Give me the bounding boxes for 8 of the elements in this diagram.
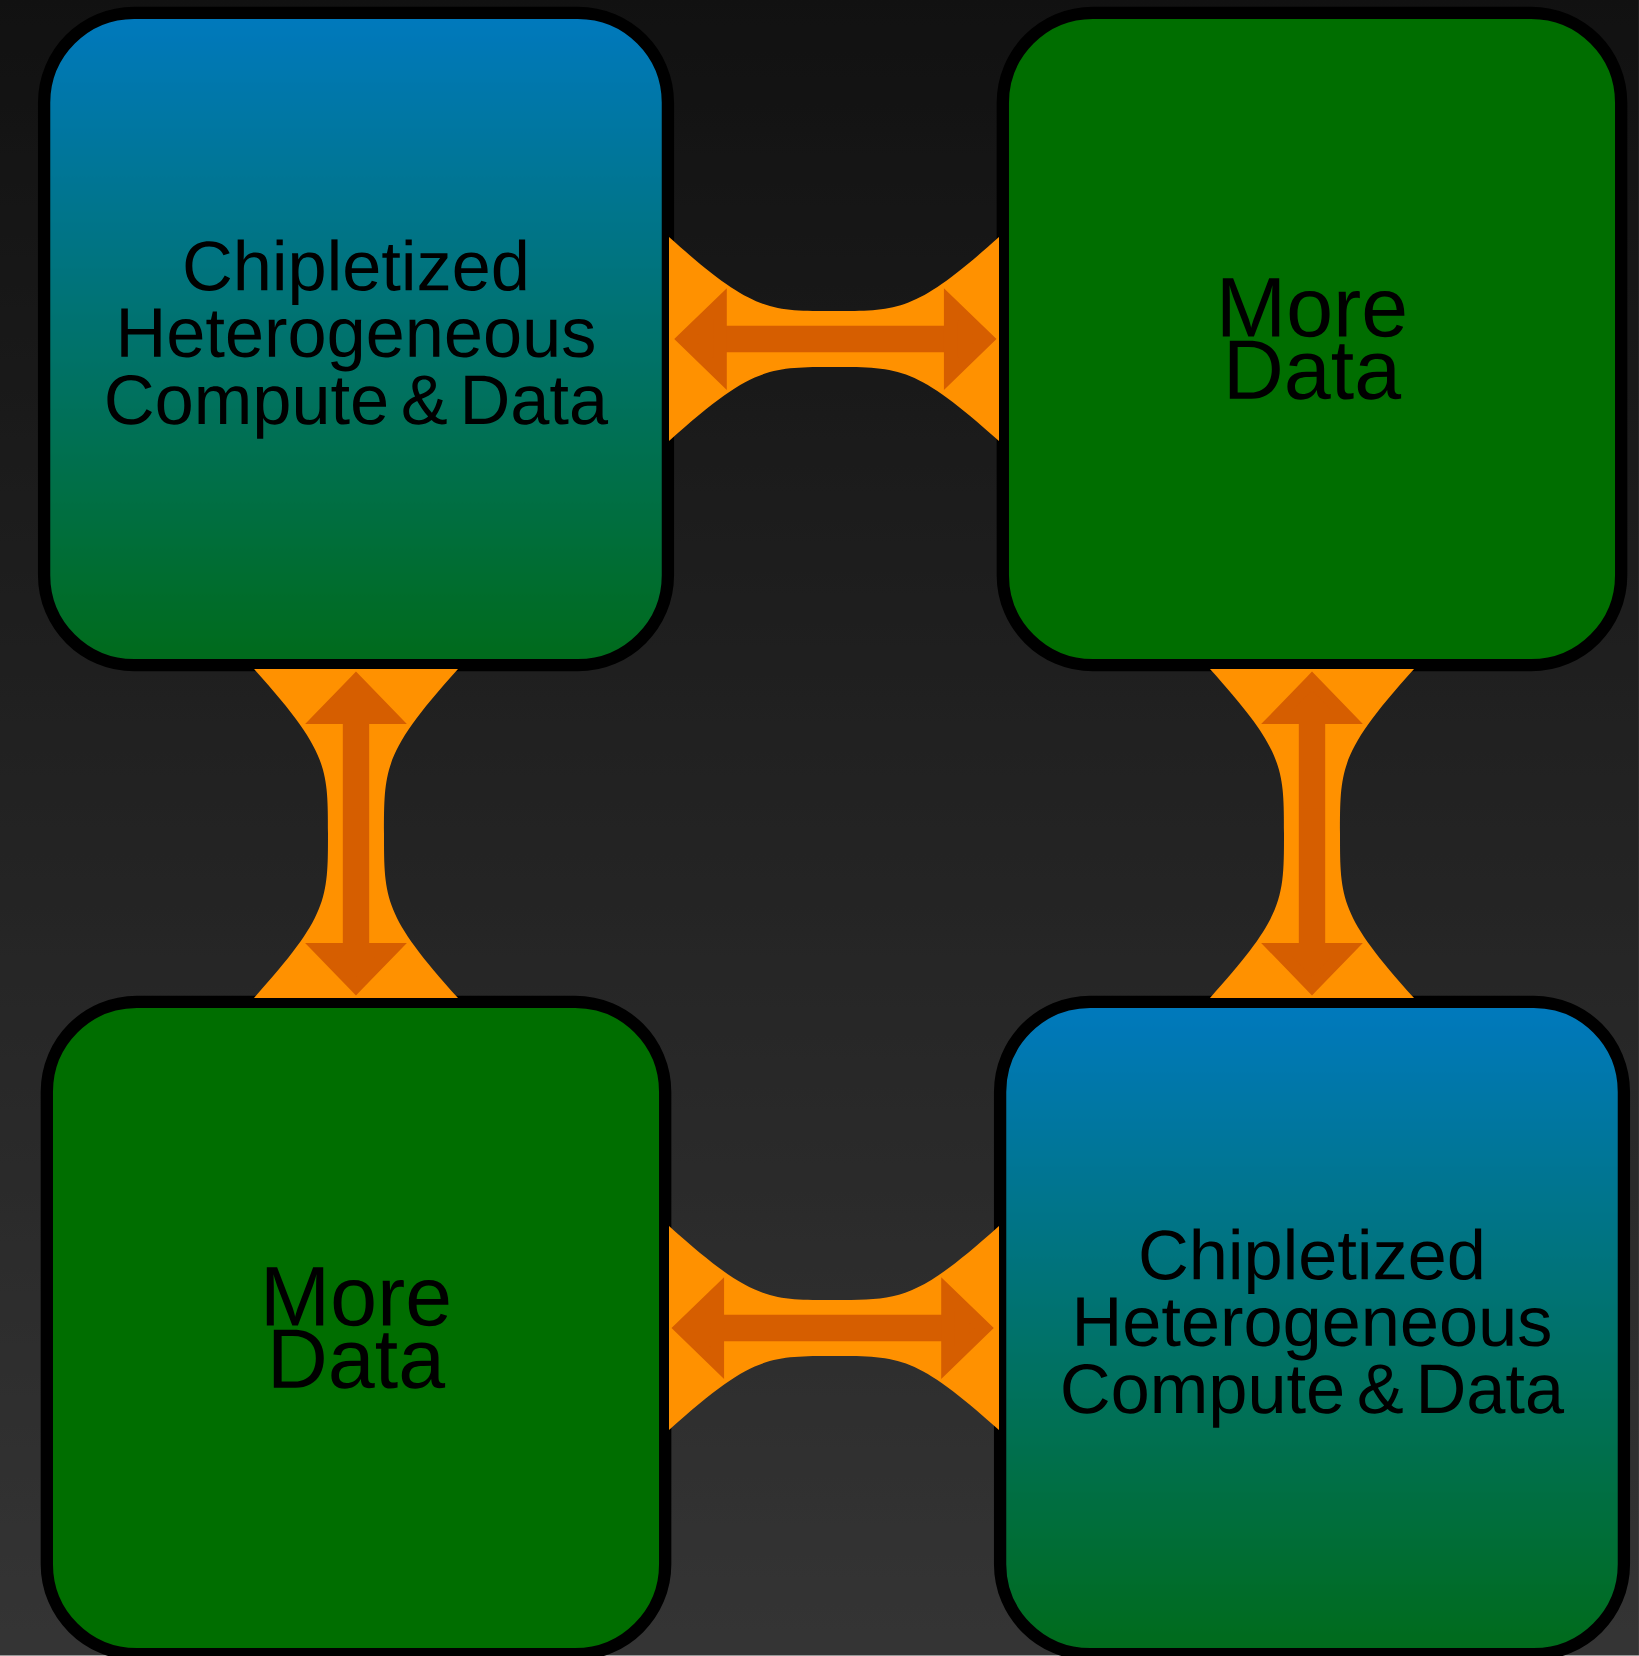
double-arrow-bridge [1210,669,1414,998]
rounded-box: More Data [40,995,672,1656]
rounded-box: Chipletized Heterogeneous Compute & Data [993,995,1631,1656]
rounded-box: Chipletized Heterogeneous Compute & Data [37,6,675,672]
double-arrow-bridge [669,237,999,441]
double-arrow-bridge [669,1226,999,1430]
double-arrow-bridge [254,669,458,998]
rounded-box: More Data [996,6,1628,672]
